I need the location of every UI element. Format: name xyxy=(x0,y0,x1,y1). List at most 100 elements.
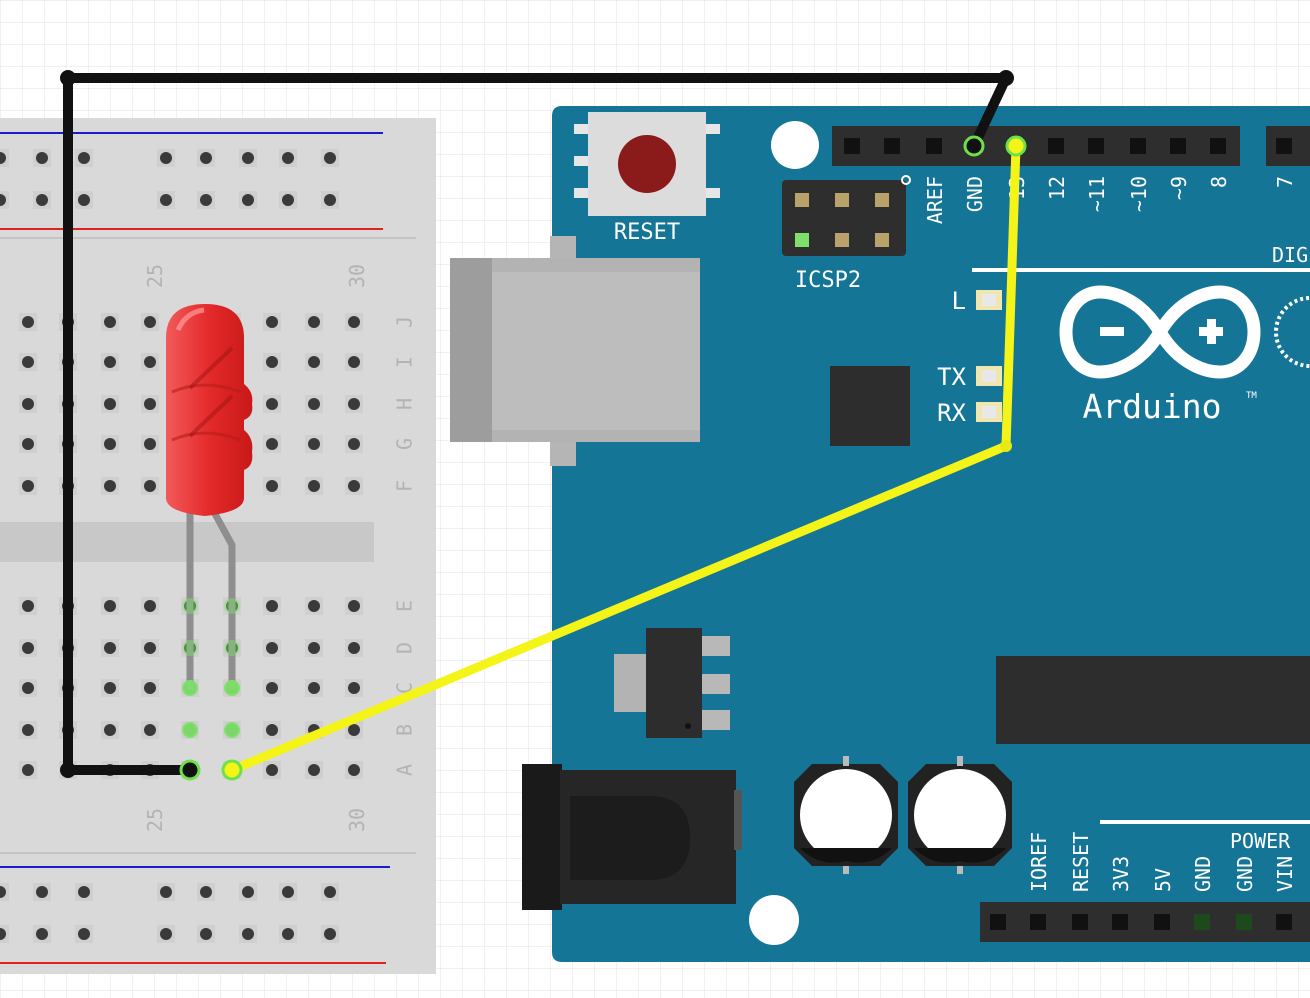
reset-button[interactable] xyxy=(574,112,720,216)
arduino-pcb xyxy=(552,106,1310,962)
connected-hole-highlight xyxy=(182,722,198,738)
icsp-pin xyxy=(835,193,849,207)
wire-bend-point[interactable] xyxy=(998,70,1014,86)
row-label: J xyxy=(393,316,417,328)
power-pin xyxy=(1072,914,1088,930)
connected-hole-highlight xyxy=(182,640,198,656)
connected-hole-highlight xyxy=(224,680,240,696)
power-pin-label: 3V3 xyxy=(1109,856,1133,892)
breadboard-hole xyxy=(144,398,156,410)
wire-endpoint-yellow-breadboard[interactable] xyxy=(221,759,243,781)
breadboard-hole xyxy=(324,194,336,206)
breadboard-hole xyxy=(242,194,254,206)
mounting-hole-bottom xyxy=(749,895,799,945)
icsp-pin xyxy=(875,193,889,207)
wire-bend-point[interactable] xyxy=(1000,440,1012,452)
power-header xyxy=(980,902,1310,942)
icsp-pin1-marker xyxy=(901,175,911,185)
breadboard-hole xyxy=(266,764,278,776)
breadboard-hole xyxy=(200,152,212,164)
breadboard-hole xyxy=(78,152,90,164)
breadboard-hole xyxy=(324,886,336,898)
breadboard-hole xyxy=(0,152,6,164)
breadboard-hole xyxy=(36,886,48,898)
breadboard-hole xyxy=(282,886,294,898)
usb-serial-chip xyxy=(830,366,910,446)
power-pin xyxy=(1154,914,1170,930)
row-label: F xyxy=(393,480,417,492)
power-pin xyxy=(1112,914,1128,930)
breadboard-hole xyxy=(308,764,320,776)
breadboard-hole xyxy=(348,356,360,368)
icsp-pin xyxy=(835,233,849,247)
power-pin-label: VIN xyxy=(1273,856,1297,892)
arduino-logo-text: Arduino xyxy=(1082,387,1221,426)
breadboard-hole xyxy=(144,316,156,328)
connected-hole-highlight xyxy=(182,680,198,696)
breadboard-hole xyxy=(266,600,278,612)
row-label: E xyxy=(393,600,417,612)
header-pin xyxy=(926,138,942,154)
breadboard-hole xyxy=(266,316,278,328)
breadboard-hole xyxy=(348,316,360,328)
breadboard-hole xyxy=(22,480,34,492)
header-pin-label: ~11 xyxy=(1085,176,1109,212)
header-pin-label: 7 xyxy=(1273,176,1297,188)
breadboard-hole xyxy=(308,600,320,612)
breadboard-hole xyxy=(266,682,278,694)
connected-hole-highlight xyxy=(224,598,240,614)
row-label: I xyxy=(393,356,417,368)
breadboard-hole xyxy=(308,438,320,450)
breadboard-hole xyxy=(78,928,90,940)
header-pin xyxy=(1048,138,1064,154)
capacitor-left xyxy=(794,756,898,874)
breadboard-hole xyxy=(22,724,34,736)
wire-endpoint-yellow-pin13[interactable] xyxy=(1005,135,1027,157)
wire-bend-point[interactable] xyxy=(60,762,76,778)
breadboard-hole xyxy=(104,480,116,492)
breadboard-hole xyxy=(78,886,90,898)
voltage-regulator xyxy=(614,628,730,738)
breadboard-hole xyxy=(266,480,278,492)
power-pin xyxy=(1030,914,1046,930)
breadboard-hole xyxy=(0,886,6,898)
wire-endpoint-black-gnd[interactable] xyxy=(963,135,985,157)
breadboard-hole xyxy=(36,194,48,206)
breadboard-hole xyxy=(348,682,360,694)
breadboard-hole xyxy=(348,438,360,450)
header-pin-label: ~10 xyxy=(1127,176,1151,212)
header-pin xyxy=(1276,138,1292,154)
connected-hole-highlight xyxy=(182,598,198,614)
row-label: D xyxy=(393,642,417,654)
breadboard-hole xyxy=(144,600,156,612)
column-label-bottom-30: 30 xyxy=(345,808,369,832)
power-pin xyxy=(1194,914,1210,930)
status-led-label: L xyxy=(952,287,966,315)
breadboard-hole xyxy=(308,480,320,492)
breadboard-hole xyxy=(0,194,6,206)
column-label-bottom-25: 25 xyxy=(143,808,167,832)
power-pin-label: GND xyxy=(1233,856,1257,892)
breadboard-hole xyxy=(22,438,34,450)
breadboard-hole xyxy=(266,438,278,450)
breadboard-hole xyxy=(160,928,172,940)
header-pin-label: GND xyxy=(963,176,987,212)
breadboard-hole xyxy=(104,642,116,654)
breadboard-hole xyxy=(266,398,278,410)
breadboard-hole xyxy=(160,152,172,164)
arduino-logo xyxy=(1059,285,1310,379)
breadboard-hole xyxy=(160,886,172,898)
column-label-top-30: 30 xyxy=(345,264,369,288)
breadboard-hole xyxy=(242,152,254,164)
red-led[interactable] xyxy=(166,304,253,690)
header-pin-label: 8 xyxy=(1207,176,1231,188)
breadboard-hole xyxy=(144,724,156,736)
reset-label: RESET xyxy=(614,220,680,245)
breadboard-hole xyxy=(104,438,116,450)
wire-endpoint-black-breadboard[interactable] xyxy=(179,759,201,781)
breadboard-hole xyxy=(266,724,278,736)
main-microcontroller xyxy=(996,656,1310,744)
wire-bend-point[interactable] xyxy=(60,70,76,86)
